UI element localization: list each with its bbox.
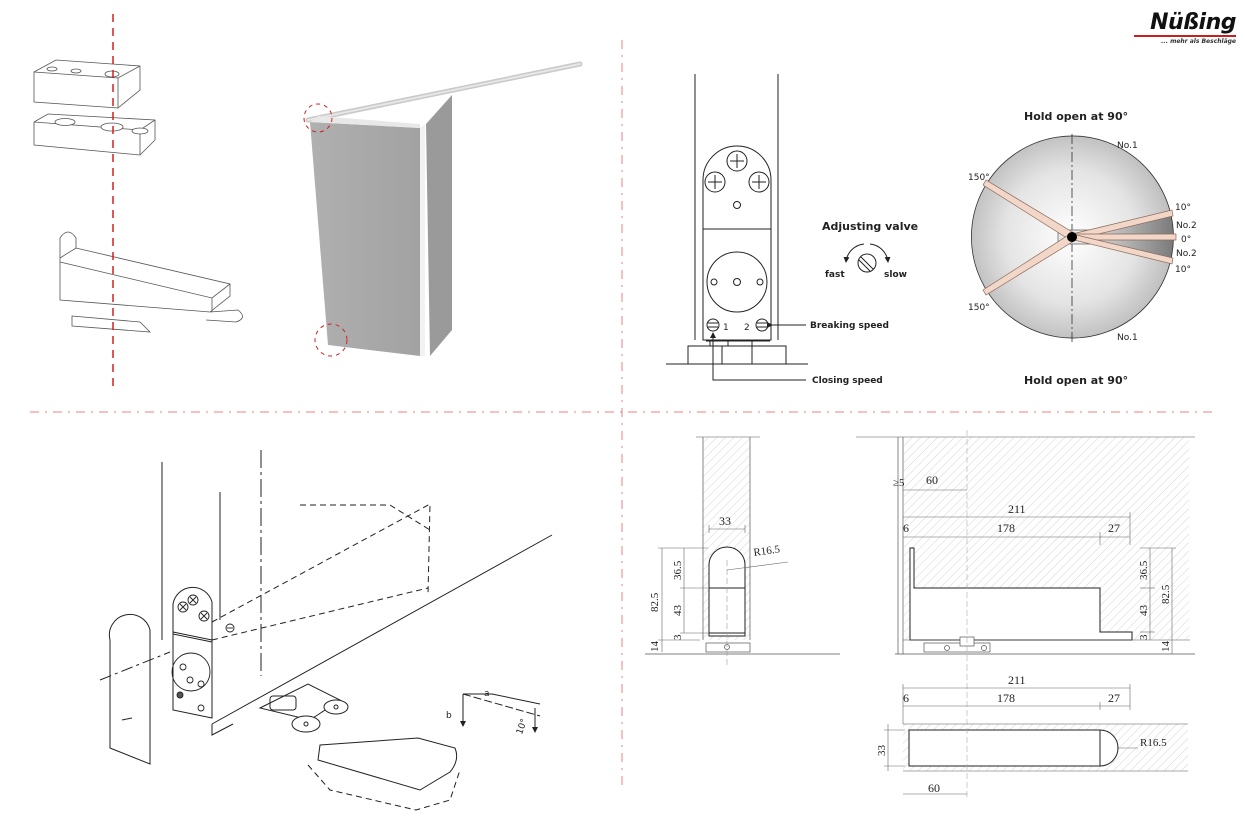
brand-underline bbox=[1134, 35, 1236, 37]
svg-text:36.5: 36.5 bbox=[1138, 560, 1150, 580]
hold-open-angle-diagram bbox=[971, 134, 1177, 345]
installation-labels: a b 10° bbox=[446, 689, 530, 736]
folding-door-render bbox=[303, 61, 583, 357]
label-b: b bbox=[446, 711, 452, 721]
svg-text:No.1: No.1 bbox=[1117, 333, 1138, 343]
svg-text:No.2: No.2 bbox=[1176, 221, 1197, 231]
rotate-left-arrow-icon bbox=[843, 243, 865, 263]
top-pivot-plate bbox=[33, 113, 156, 156]
exploded-hinge-drawing bbox=[33, 59, 243, 333]
svg-text:27: 27 bbox=[1108, 691, 1120, 705]
svg-text:10°: 10° bbox=[1175, 203, 1191, 213]
svg-text:3: 3 bbox=[1138, 634, 1150, 640]
svg-text:R16.5: R16.5 bbox=[753, 543, 781, 559]
svg-text:60: 60 bbox=[928, 781, 940, 795]
hold-open-top-title: Hold open at 90° bbox=[1024, 110, 1128, 123]
svg-text:36.5: 36.5 bbox=[672, 560, 684, 580]
svg-text:No.2: No.2 bbox=[1176, 249, 1197, 259]
svg-text:60: 60 bbox=[926, 473, 938, 487]
angle-10-label: 10° bbox=[515, 718, 530, 736]
svg-text:≥5: ≥5 bbox=[893, 477, 905, 489]
svg-text:14: 14 bbox=[649, 641, 661, 653]
svg-text:6: 6 bbox=[903, 521, 909, 535]
pivot-point bbox=[1067, 232, 1077, 242]
dimension-front-labels: 33 R16.5 82.5 36.5 43 3 14 bbox=[649, 514, 781, 652]
svg-text:178: 178 bbox=[997, 691, 1015, 705]
label-a: a bbox=[484, 689, 490, 699]
screw-icon bbox=[748, 171, 770, 193]
screw-number-1: 1 bbox=[723, 323, 729, 333]
valve-title: Adjusting valve bbox=[822, 220, 918, 233]
screw-number-2: 2 bbox=[744, 323, 750, 333]
svg-text:150°: 150° bbox=[968, 173, 990, 183]
slow-label: slow bbox=[884, 270, 907, 280]
top-pivot-block bbox=[33, 59, 141, 109]
dimension-front-view bbox=[645, 436, 840, 665]
hold-open-bottom-title: Hold open at 90° bbox=[1024, 374, 1128, 387]
detail-circle-bottom bbox=[314, 323, 348, 357]
svg-text:27: 27 bbox=[1108, 521, 1120, 535]
dimension-plan-labels: 211 6 178 27 33 R16.5 60 bbox=[876, 673, 1167, 795]
brand-tagline: ... mehr als Beschläge bbox=[1161, 38, 1236, 45]
hold-open-labels: Hold open at 90° Hold open at 90° No.1 N… bbox=[968, 110, 1197, 387]
svg-text:43: 43 bbox=[1138, 605, 1150, 617]
svg-text:82.5: 82.5 bbox=[1160, 584, 1172, 604]
svg-text:178: 178 bbox=[997, 521, 1015, 535]
screw-icon bbox=[726, 150, 748, 172]
svg-text:33: 33 bbox=[719, 514, 731, 528]
detail-circle-top bbox=[303, 103, 333, 133]
dimension-side-labels: ≥5 60 211 6 178 27 36.5 43 3 82.5 14 bbox=[893, 473, 1172, 652]
svg-text:No.1: No.1 bbox=[1117, 141, 1138, 151]
brand-name: Nüßing bbox=[1150, 10, 1236, 35]
adjusting-valve-labels: Adjusting valve fast slow 1 2 Breaking s… bbox=[723, 220, 918, 386]
screw-icon bbox=[704, 171, 726, 193]
svg-text:10°: 10° bbox=[1175, 265, 1191, 275]
svg-text:0°: 0° bbox=[1181, 235, 1191, 245]
svg-text:82.5: 82.5 bbox=[649, 592, 661, 612]
svg-text:6: 6 bbox=[903, 691, 909, 705]
rotate-right-arrow-icon bbox=[869, 243, 891, 263]
closing-speed-screw bbox=[706, 318, 720, 332]
dimension-side-view bbox=[856, 430, 1195, 665]
fast-label: fast bbox=[825, 270, 845, 280]
svg-text:211: 211 bbox=[1008, 502, 1026, 516]
svg-text:14: 14 bbox=[1160, 641, 1172, 653]
svg-text:3: 3 bbox=[672, 634, 684, 640]
brand-logo: Nüßing ... mehr als Beschläge bbox=[1128, 10, 1237, 45]
svg-text:150°: 150° bbox=[968, 303, 990, 313]
quadrant-dividers bbox=[30, 40, 1215, 790]
svg-text:33: 33 bbox=[876, 745, 888, 757]
svg-text:211: 211 bbox=[1008, 673, 1026, 687]
adjusting-valve-drawing bbox=[666, 74, 891, 381]
floor-closer-body bbox=[59, 231, 243, 333]
svg-text:R16.5: R16.5 bbox=[1140, 737, 1167, 749]
installation-drawing bbox=[99, 450, 553, 811]
dimension-plan-view bbox=[884, 665, 1188, 800]
door-leaf bbox=[108, 613, 151, 765]
svg-text:43: 43 bbox=[672, 605, 684, 617]
valve-screw-icon bbox=[857, 253, 877, 273]
breaking-speed-label: Breaking speed bbox=[810, 321, 889, 331]
floor-foot bbox=[317, 737, 458, 791]
closing-speed-label: Closing speed bbox=[812, 376, 883, 386]
